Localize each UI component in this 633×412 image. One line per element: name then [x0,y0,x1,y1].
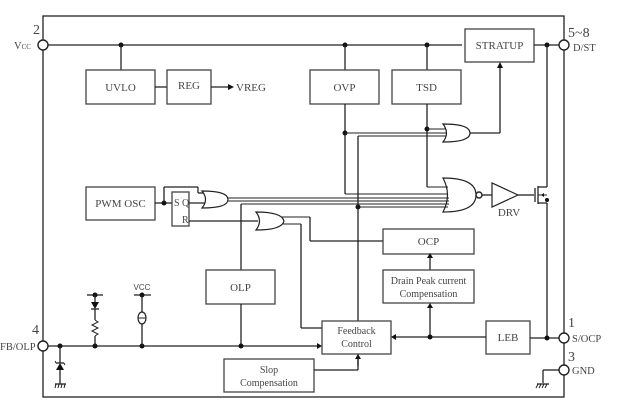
mosfet-icon [534,186,549,204]
reg-block [166,69,212,105]
pin-dst-number: 5~8 [568,26,590,41]
drain-peak-label-1: Drain Peak current [391,276,467,287]
startup-block [464,28,535,63]
arrow-icon [228,84,234,90]
feedback-label-1: Feedback [337,326,375,337]
startup-label: STRATUP [476,40,524,52]
pin-socp [558,332,570,344]
drv-buffer [491,182,520,208]
pin-vcc-number: 2 [33,23,40,38]
pin-fbolp-label: FB/OLP [0,342,36,353]
pin-gnd [558,364,570,376]
ocp-label: OCP [418,236,439,248]
pin-socp-label: S/OCP [572,334,601,345]
leb-label: LEB [498,332,519,344]
reg-label: REG [178,80,200,92]
drain-peak-label-2: Compensation [400,289,458,300]
feedback-control-block [321,320,392,355]
ovp-label: OVP [333,82,355,94]
pin-fbolp [37,340,49,352]
drv-label: DRV [498,207,520,219]
nor-gate-main [442,177,477,213]
pin-dst [558,39,570,51]
ocp-block [382,228,475,255]
vreg-label: VREG [236,82,266,94]
drain-peak-compensation-block [382,269,475,304]
pin-gnd-number: 3 [568,350,575,365]
inversion-bubble [475,191,483,199]
ovp-block [309,69,380,105]
diode-resistor-icon [87,292,103,346]
ff-r-label: R [182,215,189,226]
sr-flip-flop [171,191,190,227]
pin-gnd-label: GND [572,366,595,377]
slope-label-1: Slop [260,365,278,376]
slope-compensation-block [223,358,315,393]
olp-label: OLP [230,282,251,294]
uvlo-label: UVLO [105,82,136,94]
or-gate-ocp [254,211,285,231]
pin-fbolp-number: 4 [32,323,39,338]
slope-label-2: Compensation [240,378,298,389]
ff-s-label: S [174,198,180,209]
vcc-source-label: VCC [134,283,151,292]
or-gate-pwm [200,190,229,209]
pwm-osc-label: PWM OSC [95,198,145,210]
ground-icon [54,383,66,389]
ff-q-label: Q [182,198,190,209]
pin-socp-number: 1 [568,316,575,331]
or-gate-startup [441,123,471,143]
pin-vcc-label: VCC [14,41,31,52]
pin-dst-label: D/ST [573,43,596,54]
feedback-label-2: Control [341,339,372,350]
ic-boundary [42,15,565,398]
ground-icon [535,383,549,389]
zener-diode-icon [54,346,66,384]
pwm-osc-block [85,186,156,221]
current-source-icon [134,292,151,346]
tsd-label: TSD [416,82,437,94]
pin-vcc [37,39,49,51]
